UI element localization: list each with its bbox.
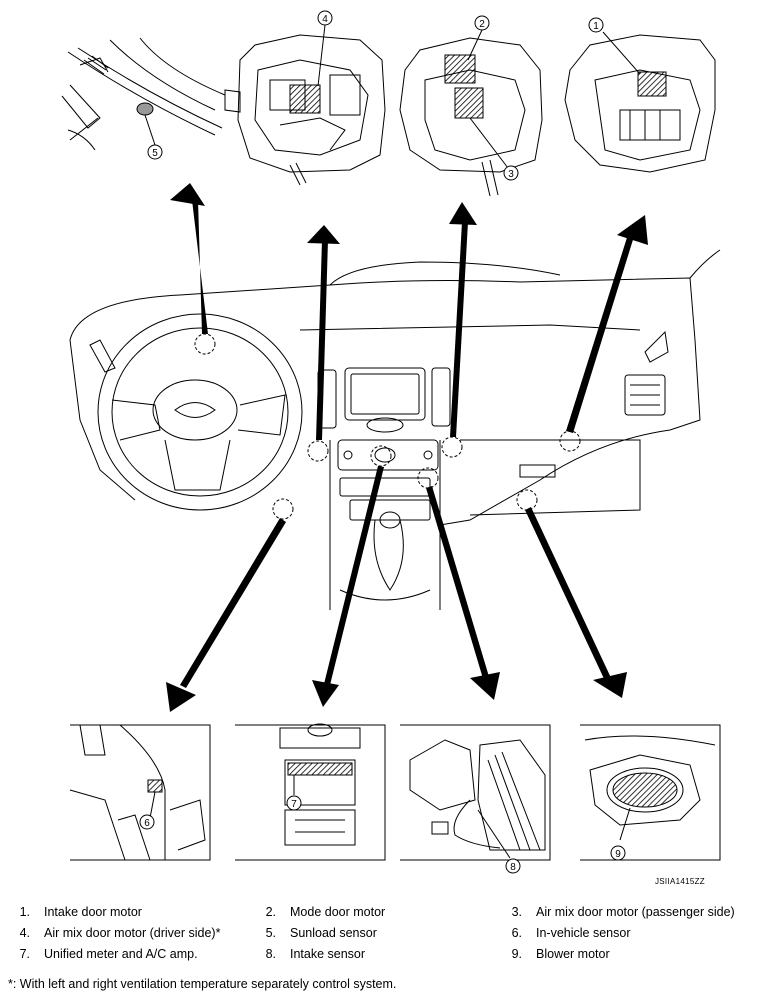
callouts: 1 2 3 4 5 6 7 8 9 (139, 10, 626, 874)
legend-label: Mode door motor (290, 905, 386, 919)
inset-sunload-sensor (61, 37, 226, 151)
location-markers (194, 333, 581, 520)
callout-6: 6 (144, 818, 150, 829)
legend-number: 6. (511, 926, 522, 940)
legend-number: 9. (511, 947, 522, 961)
legend-label: Sunload sensor (290, 926, 377, 940)
inset-unified-meter (235, 723, 386, 861)
inset-blower-motor (580, 724, 721, 861)
legend-label: Blower motor (536, 947, 610, 961)
inset-hvac-center (399, 29, 543, 197)
legend-number: 3. (511, 905, 522, 919)
legend-label: Unified meter and A/C amp. (44, 947, 198, 961)
inset-hvac-passenger (564, 31, 716, 173)
legend: 1. Intake door motor 2. Mode door motor … (0, 905, 767, 975)
legend-number: 4. (19, 926, 30, 940)
inset-hvac-driver (224, 24, 386, 186)
legend-label: Air mix door motor (driver side)* (44, 926, 221, 940)
callout-4: 4 (322, 14, 328, 25)
legend-number: 8. (265, 947, 276, 961)
inset-in-vehicle-sensor (69, 724, 211, 861)
callout-8: 8 (510, 862, 516, 873)
diagram-code: JSIIA1415ZZ (655, 877, 705, 886)
legend-number: 1. (19, 905, 30, 919)
legend-number: 2. (265, 905, 276, 919)
legend-label: In-vehicle sensor (536, 926, 631, 940)
callout-7: 7 (291, 799, 297, 810)
callout-9: 9 (615, 849, 621, 860)
legend-number: 7. (19, 947, 30, 961)
callout-5: 5 (152, 148, 158, 159)
dashboard (69, 249, 721, 610)
legend-number: 5. (265, 926, 276, 940)
callout-1: 1 (593, 21, 599, 32)
legend-label: Air mix door motor (passenger side) (536, 905, 735, 919)
legend-label: Intake door motor (44, 905, 142, 919)
footnote: *: With left and right ventilation tempe… (8, 977, 397, 991)
inset-intake-sensor (400, 724, 551, 861)
component-location-diagram: 1 2 3 4 5 6 7 8 9 (61, 10, 721, 874)
pointer-arrows (166, 183, 648, 712)
legend-label: Intake sensor (290, 947, 366, 961)
callout-3: 3 (508, 169, 514, 180)
callout-2: 2 (479, 19, 485, 30)
